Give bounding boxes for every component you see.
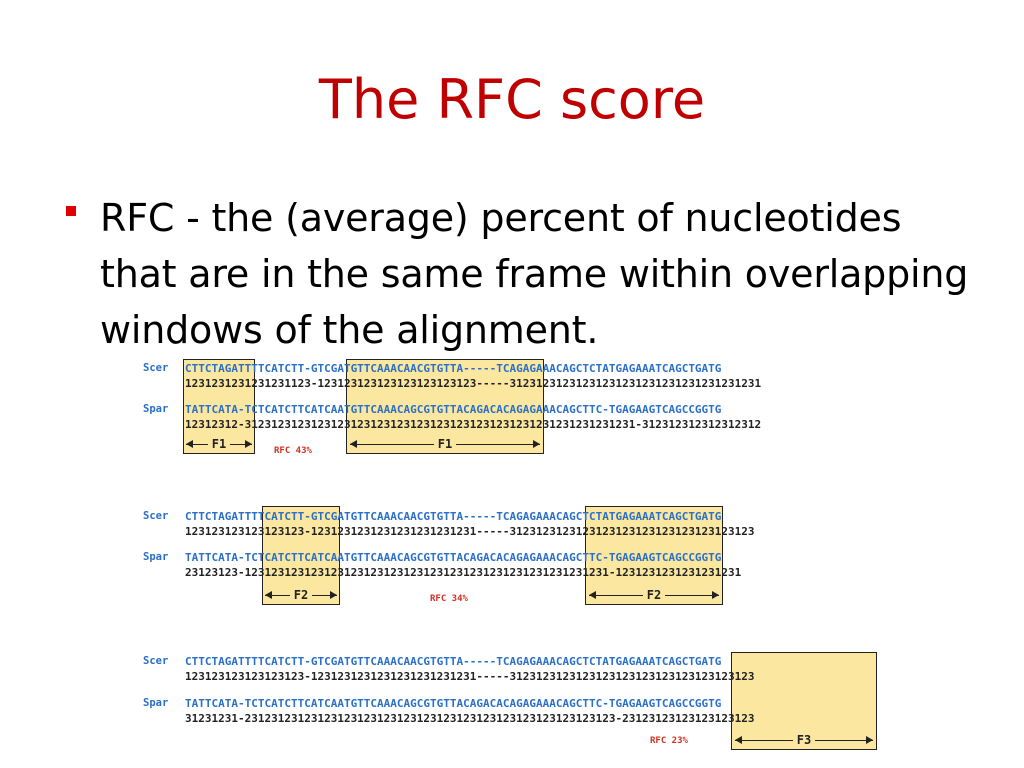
frame-label: F1 xyxy=(350,436,540,452)
rfc-score: RFC 43% xyxy=(274,446,312,456)
bullet-marker-icon xyxy=(66,206,76,216)
frame-label: F2 xyxy=(589,587,719,603)
scer-sequence: CTTCTAGATTTTCATCTT-GTCGATGTTCAAACAACGTGT… xyxy=(185,510,722,523)
scer-sequence: CTTCTAGATTTTCATCTT-GTCGATGTTCAAACAACGTGT… xyxy=(185,655,722,668)
scer-frames: 1231231231231231123-12312312312312312312… xyxy=(185,377,762,390)
spar-sequence: TATTCATA-TCTCATCTTCATCAATGTTCAAACAGCGTGT… xyxy=(185,697,722,710)
spar-frames: 23123123-1231231231231231231231231231231… xyxy=(185,566,742,579)
species-label-spar: Spar xyxy=(143,697,169,709)
spar-sequence: TATTCATA-TCTCATCTTCATCAATGTTCAAACAGCGTGT… xyxy=(185,403,722,416)
spar-frames: 12312312-3123123123123123123123123123123… xyxy=(185,418,762,431)
rfc-score: RFC 23% xyxy=(650,736,688,746)
species-label-scer: Scer xyxy=(143,362,169,374)
spar-frames: 31231231-2312312312312312312312312312312… xyxy=(185,712,755,725)
frame-label: F1 xyxy=(186,436,252,452)
scer-sequence: CTTCTAGATTTTCATCTT-GTCGATGTTCAAACAACGTGT… xyxy=(185,362,722,375)
species-label-scer: Scer xyxy=(143,510,169,522)
species-label-spar: Spar xyxy=(143,551,169,563)
frame-box xyxy=(183,359,255,454)
spar-sequence: TATTCATA-TCTCATCTTCATCAATGTTCAAACAGCGTGT… xyxy=(185,551,722,564)
frame-label: F3 xyxy=(735,732,873,748)
scer-frames: 123123123123123123-123123123123123123123… xyxy=(185,525,755,538)
scer-frames: 123123123123123123-123123123123123123123… xyxy=(185,670,755,683)
rfc-score: RFC 34% xyxy=(430,594,468,604)
frame-label: F2 xyxy=(265,587,337,603)
page-title: The RFC score xyxy=(318,68,706,131)
species-label-scer: Scer xyxy=(143,655,169,667)
species-label-spar: Spar xyxy=(143,403,169,415)
bullet-text: RFC - the (average) percent of nucleotid… xyxy=(100,196,969,352)
